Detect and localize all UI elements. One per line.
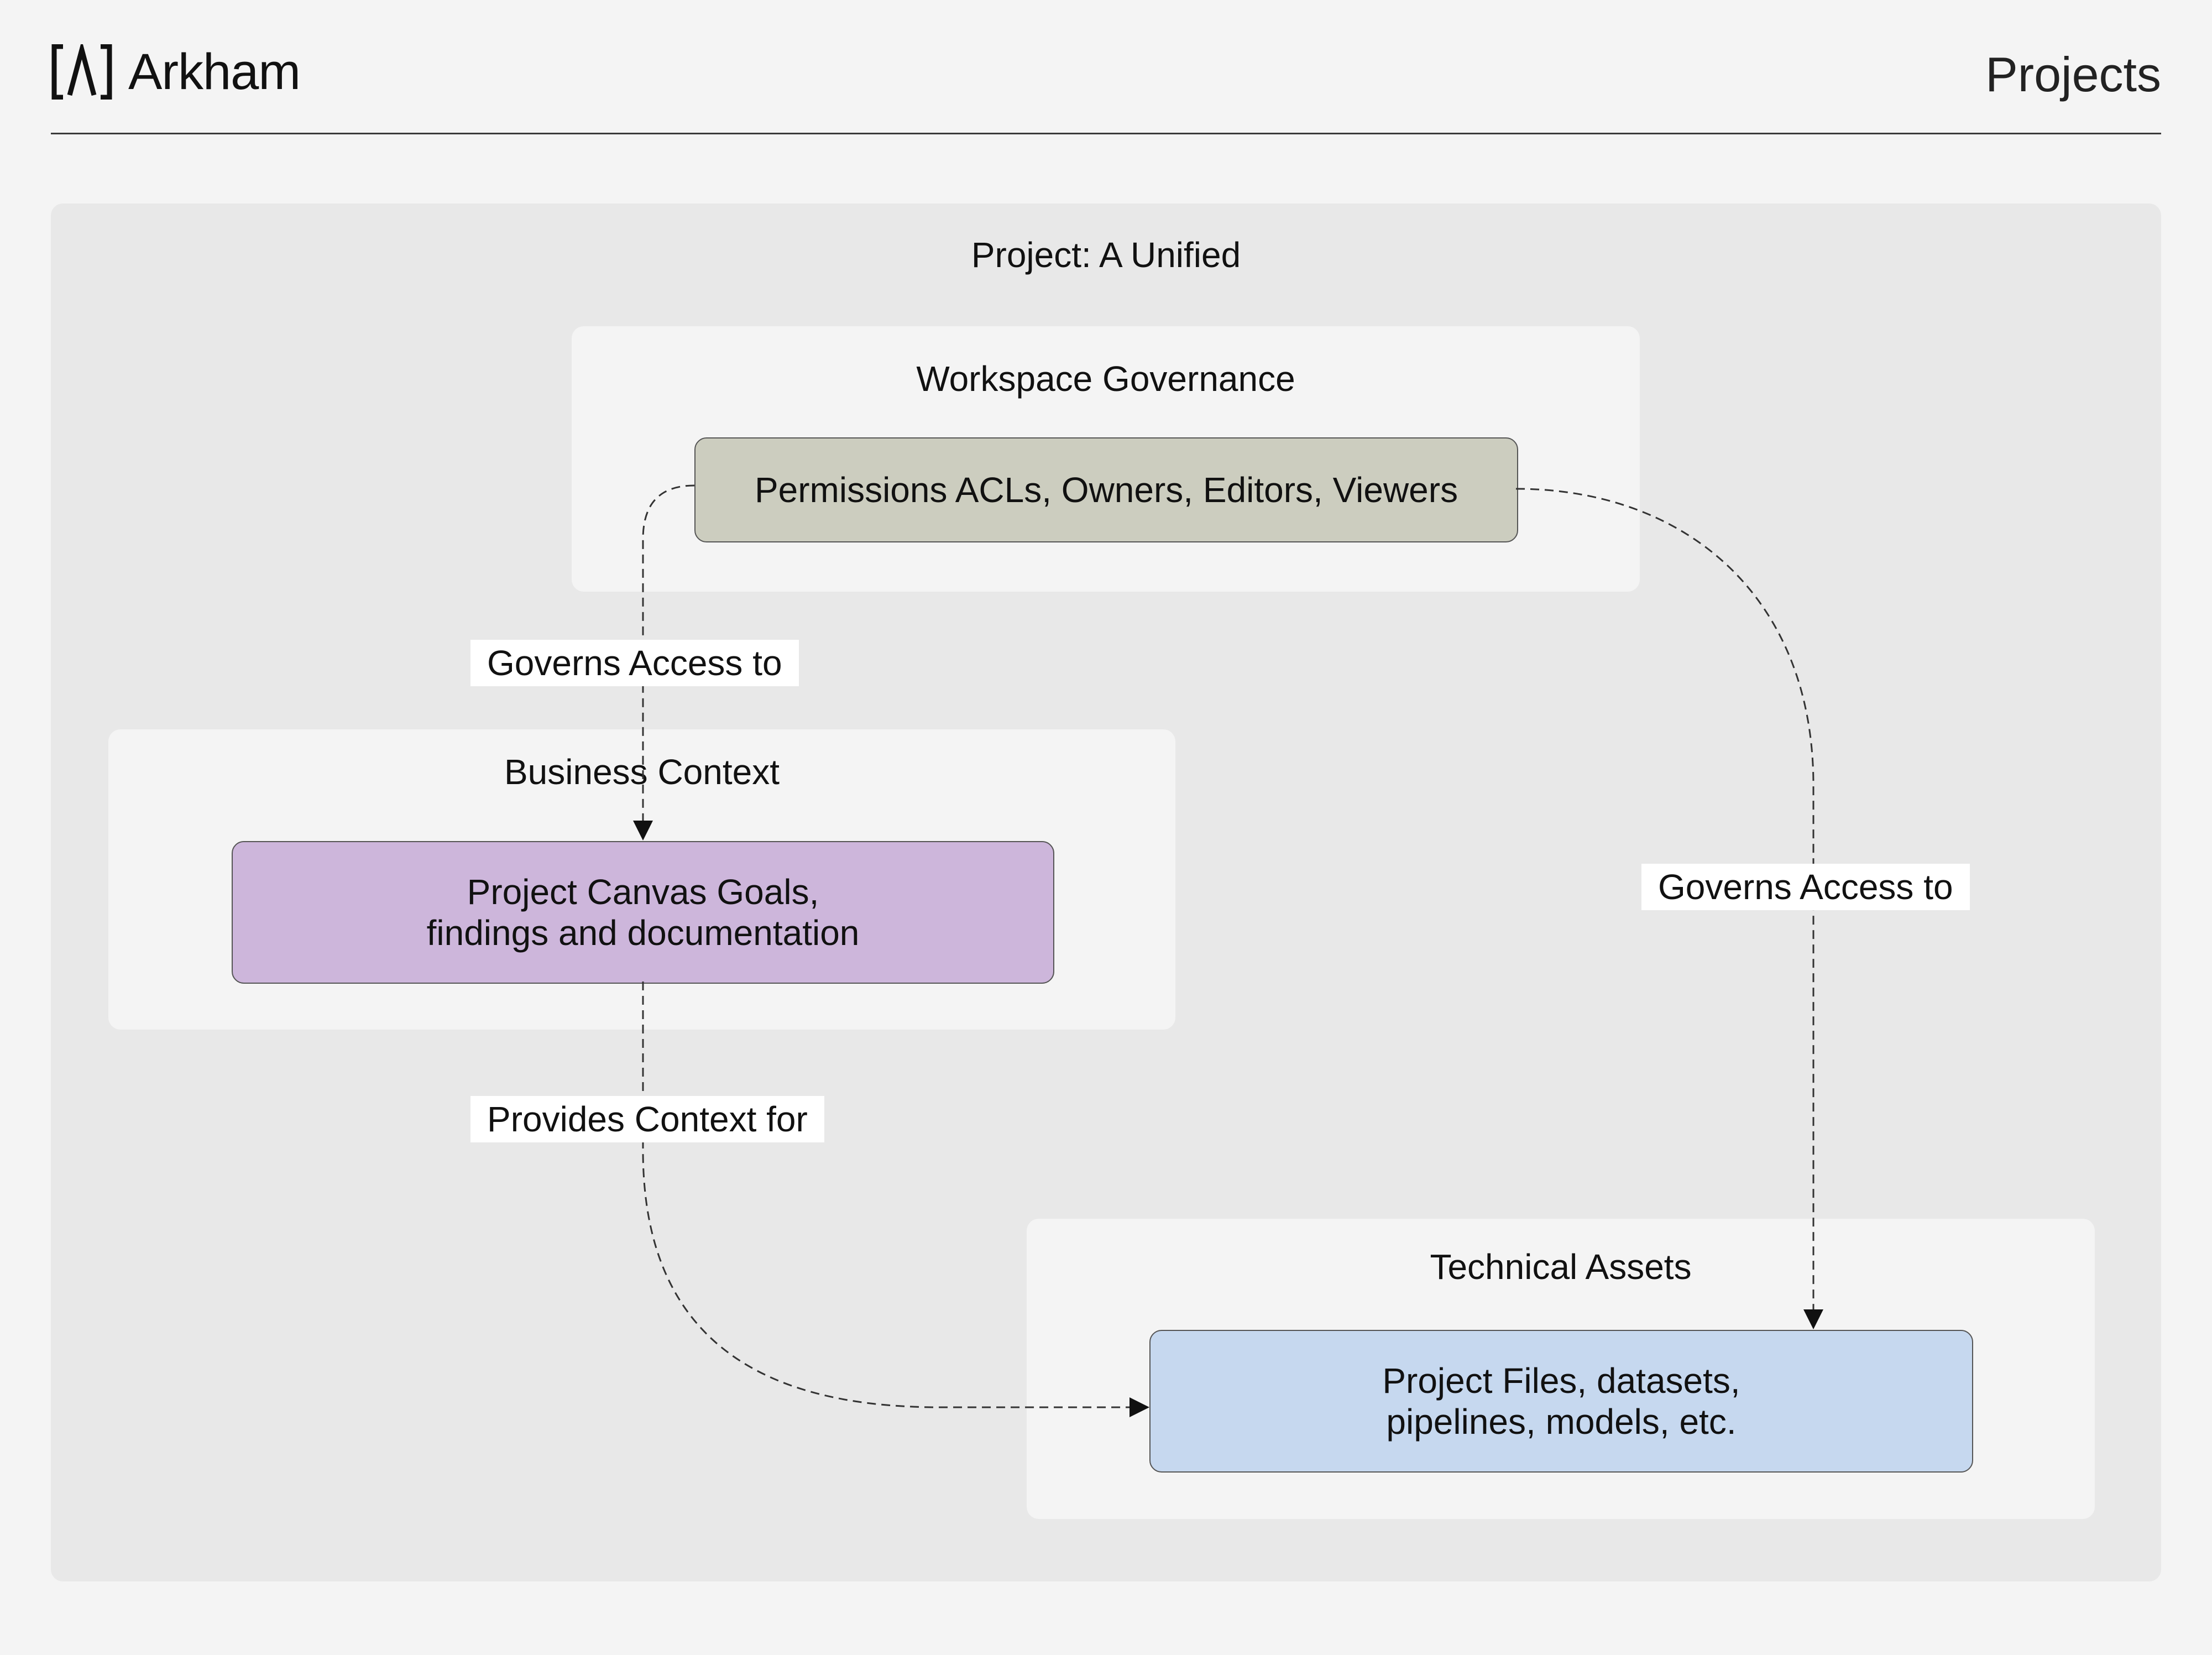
- edge-canvas-to-files: [642, 981, 1129, 1408]
- project-canvas-node[interactable]: Project Canvas Goals, findings and docum…: [232, 841, 1054, 984]
- edge-label-provides-context: Provides Context for: [470, 1096, 824, 1142]
- project-canvas-node-line2: findings and documentation: [426, 913, 860, 953]
- workspace-governance-title: Workspace Governance: [916, 359, 1295, 399]
- permissions-node-label: Permissions ACLs, Owners, Editors, Viewe…: [754, 469, 1458, 510]
- arrowhead-files-left: [1129, 1397, 1149, 1417]
- arkham-logo[interactable]: Arkham: [51, 39, 301, 105]
- project-files-node-line2: pipelines, models, etc.: [1386, 1402, 1737, 1442]
- edge-label-governs-canvas: Governs Access to: [470, 640, 799, 686]
- permissions-node[interactable]: Permissions ACLs, Owners, Editors, Viewe…: [694, 437, 1518, 542]
- business-context-title: Business Context: [504, 752, 780, 792]
- page-header: Arkham Projects: [51, 33, 2161, 134]
- edge-label-governs-files: Governs Access to: [1641, 864, 1970, 910]
- diagram-title: Project: A Unified: [971, 235, 1241, 275]
- arkham-logo-icon: [51, 44, 112, 100]
- technical-assets-title: Technical Assets: [1430, 1247, 1692, 1287]
- brand-name: Arkham: [128, 43, 301, 100]
- project-files-node-line1: Project Files, datasets,: [1382, 1360, 1740, 1401]
- arrowhead-files-top: [1803, 1309, 1823, 1329]
- project-files-node[interactable]: Project Files, datasets, pipelines, mode…: [1149, 1330, 1973, 1473]
- project-canvas-node-line1: Project Canvas Goals,: [467, 871, 819, 912]
- edge-permissions-to-canvas: [642, 484, 695, 821]
- page-title: Projects: [1985, 47, 2161, 102]
- edge-permissions-to-files: [1515, 488, 1814, 1309]
- arrowhead-canvas: [633, 821, 653, 840]
